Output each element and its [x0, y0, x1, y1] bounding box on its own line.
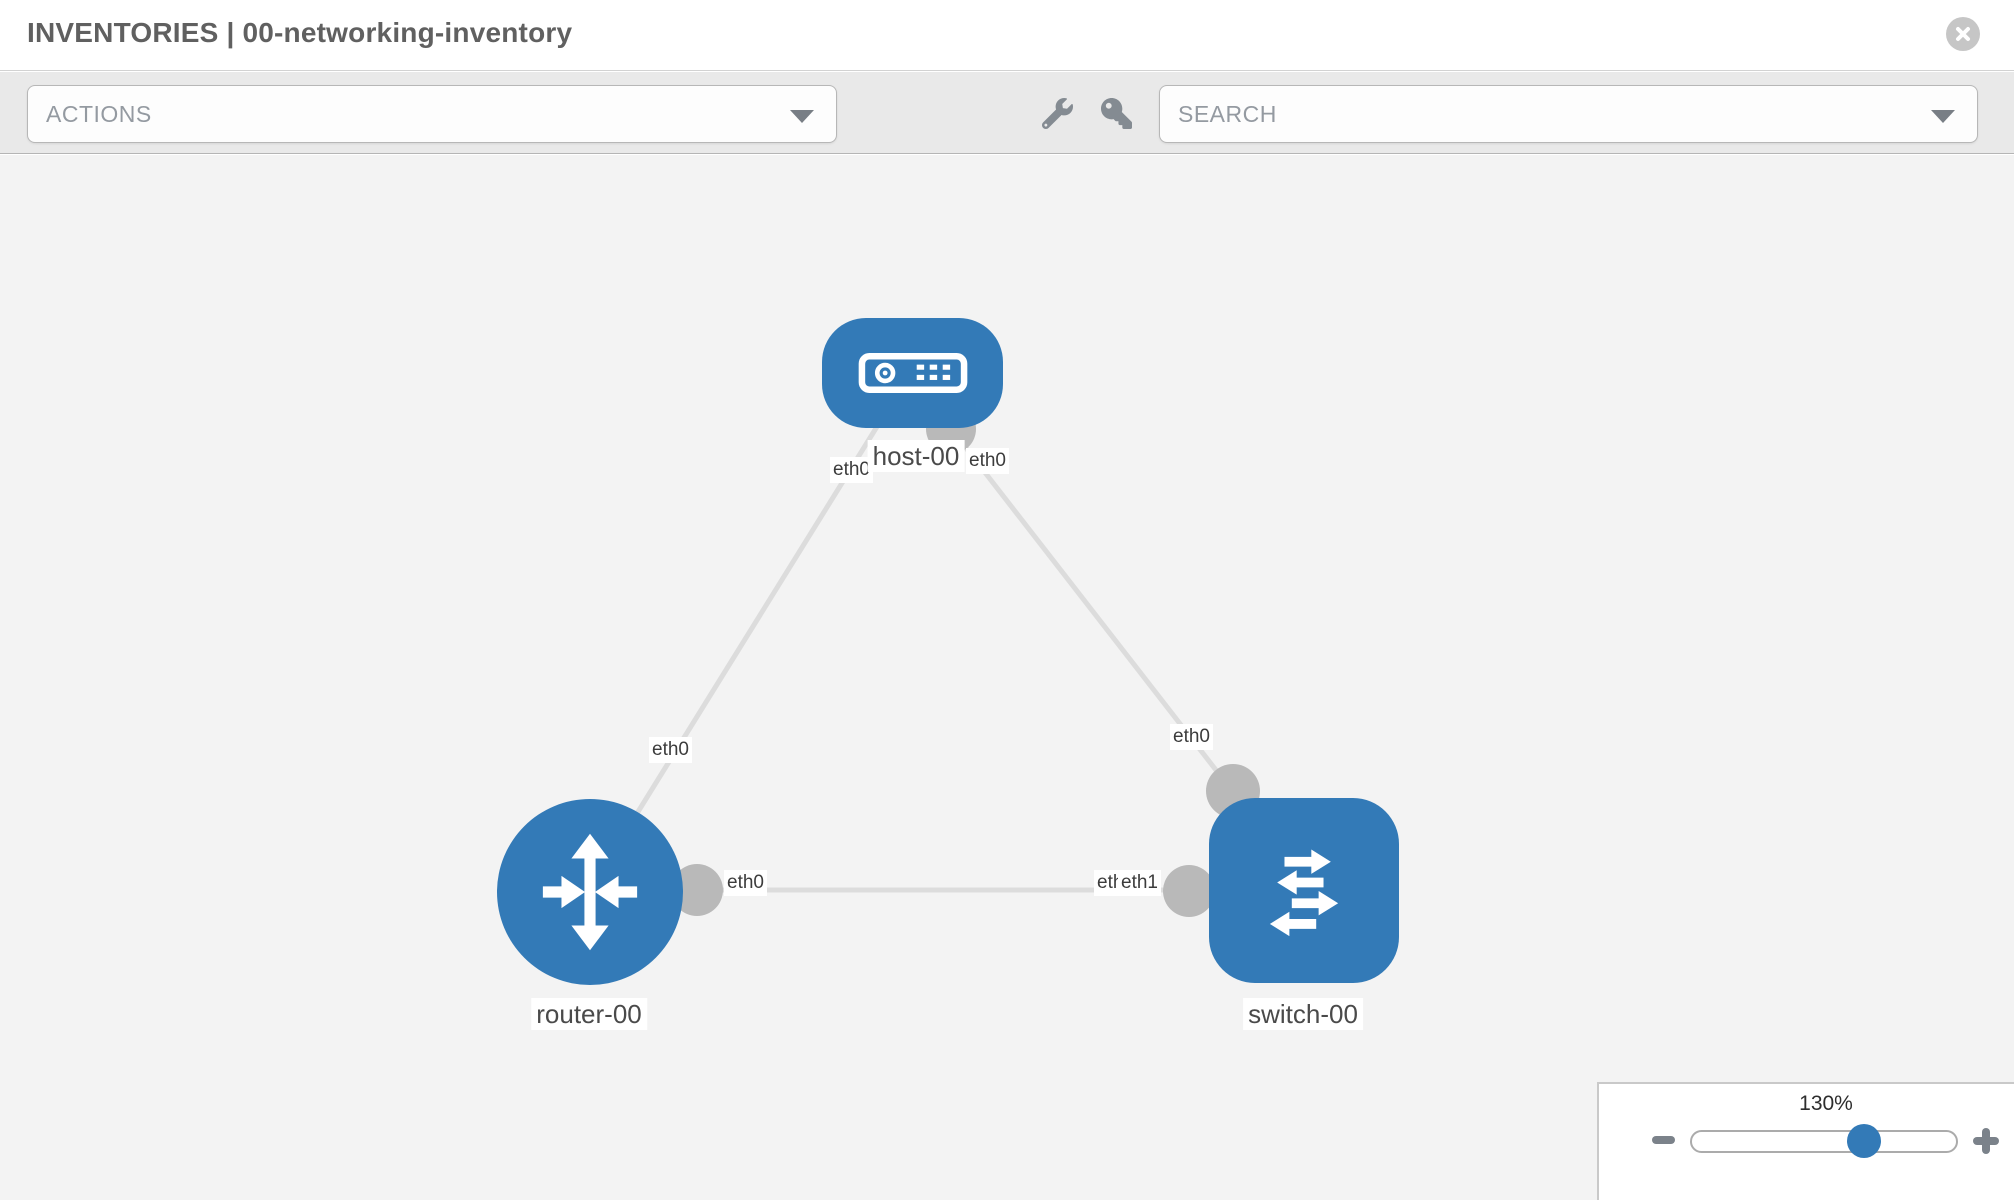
chevron-down-icon: [790, 110, 814, 123]
zoom-level-value: 130%: [1799, 1092, 1853, 1115]
zoom-control-panel: 130%: [1597, 1082, 2014, 1200]
iface-label: eth1: [1118, 870, 1161, 896]
zoom-slider-track[interactable]: [1690, 1130, 1958, 1153]
zoom-out-button[interactable]: [1652, 1136, 1675, 1144]
chevron-down-icon: [1931, 110, 1955, 123]
node-switch-00[interactable]: [1209, 798, 1399, 983]
topology-canvas[interactable]: [0, 155, 2014, 1200]
node-label-switch: switch-00: [1243, 998, 1363, 1030]
toolbar: ACTIONS SEARCH: [0, 72, 2014, 154]
zoom-slider-thumb[interactable]: [1847, 1124, 1881, 1158]
header: INVENTORIES | 00-networking-inventory: [0, 0, 2014, 71]
page-title: INVENTORIES | 00-networking-inventory: [27, 17, 573, 48]
node-label-router: router-00: [531, 998, 647, 1030]
search-dropdown[interactable]: SEARCH: [1159, 85, 1978, 143]
wrench-icon: [1041, 98, 1073, 130]
search-dropdown-label: SEARCH: [1178, 100, 1277, 127]
iface-label: eth0: [649, 737, 692, 763]
actions-dropdown-label: ACTIONS: [46, 100, 152, 127]
credentials-button[interactable]: [1101, 98, 1132, 129]
switch-icon: [1269, 849, 1339, 936]
actions-dropdown[interactable]: ACTIONS: [27, 85, 837, 143]
router-icon: [542, 833, 638, 951]
iface-label: eth0: [724, 870, 767, 896]
node-host-00[interactable]: [822, 318, 1003, 428]
close-icon: [1956, 27, 1970, 41]
node-router-00[interactable]: [497, 799, 683, 985]
key-icon: [1101, 98, 1132, 129]
node-label-host: host-00: [867, 440, 965, 472]
tools-button[interactable]: [1041, 98, 1073, 130]
close-button[interactable]: [1946, 17, 1980, 51]
host-icon: [858, 353, 967, 393]
iface-label: eth0: [966, 448, 1009, 474]
zoom-in-button[interactable]: [1973, 1128, 1999, 1154]
iface-label: eth0: [1170, 724, 1213, 750]
iface-label: eth0: [830, 457, 873, 483]
